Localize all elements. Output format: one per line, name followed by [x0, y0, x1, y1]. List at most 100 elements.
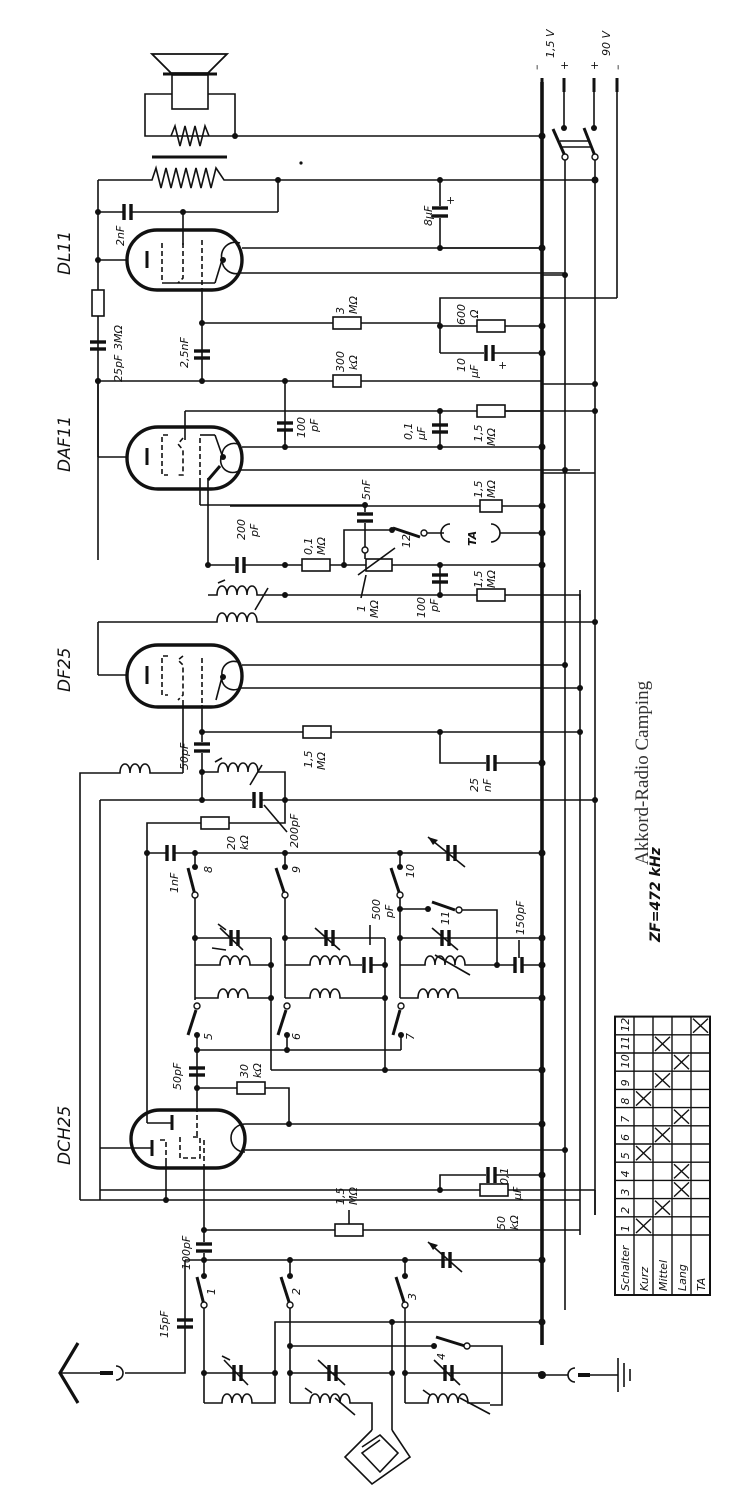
resistor-20k — [200, 816, 230, 830]
switch-number-5: 5 — [202, 1033, 215, 1040]
switch-table-cross-mark — [654, 1072, 671, 1088]
switch-table-cross-mark — [673, 1181, 690, 1198]
loudspeaker-icon — [144, 53, 236, 137]
switch-table-column-number: 3 — [619, 1189, 632, 1196]
tube-dl11 — [98, 212, 565, 292]
frame-antenna-icon — [343, 1429, 412, 1486]
label-1-5: 1,5 — [472, 425, 485, 443]
label-50pf-b: 50pF — [171, 1062, 184, 1090]
switch-table-column-number: 4 — [619, 1170, 632, 1177]
switch-table-column-number: 11 — [619, 1036, 632, 1050]
label-pf-3: pF — [428, 598, 441, 613]
if-transformer-2 — [98, 579, 595, 623]
schematic-title: Akkord-Radio Camping — [632, 680, 653, 865]
supply-terminals — [540, 78, 619, 161]
switch-table-cross-mark — [635, 1145, 652, 1161]
switch-table-column-number: 7 — [619, 1116, 632, 1123]
switch-table-cross-mark — [654, 1127, 671, 1143]
label-200: 200 — [235, 519, 248, 540]
antenna-icon — [58, 1260, 186, 1404]
switch-number-11: 11 — [439, 911, 452, 925]
label-1-5-d: 1,5 — [302, 751, 315, 769]
label-uf: µF — [468, 364, 481, 379]
resistor-300k — [332, 374, 362, 388]
switch-number-3: 3 — [406, 1293, 419, 1300]
switch-number-7: 7 — [404, 1033, 417, 1040]
output-transformer — [98, 123, 595, 189]
switch-table-row-label: Kurz — [638, 1267, 651, 1291]
switch-number-12: 12 — [400, 534, 413, 548]
label-1-5-e: 1,5 — [334, 1188, 347, 1206]
resistor-1-5M-e — [334, 1223, 364, 1237]
oscillator-coil-bank: 5 6 7 — [186, 850, 546, 1074]
switch-table-cross-mark — [673, 1054, 690, 1070]
switch-table-column-number: 8 — [619, 1098, 632, 1105]
label-kohm-4: kΩ — [508, 1215, 521, 1230]
label-500: 500 — [370, 899, 383, 920]
label-mohm-6: MΩ — [485, 570, 498, 588]
switch-table-cross-mark — [673, 1109, 690, 1125]
label-kohm: kΩ — [347, 355, 360, 370]
tube-df25 — [97, 622, 580, 770]
terminal-minus-2: – — [611, 64, 624, 70]
input-tank-mittel: 4 — [287, 1322, 503, 1430]
label-2nf: 2nF — [114, 225, 127, 246]
terminal-plus-2: + — [588, 61, 601, 70]
label-20: 20 — [225, 836, 238, 850]
intermediate-frequency-label: ZF=472 kHz — [648, 846, 664, 943]
label-30: 30 — [238, 1064, 251, 1078]
switch-table-column-number: 6 — [619, 1134, 632, 1141]
input-tank-lang — [402, 1359, 542, 1415]
label-100: 100 — [295, 417, 308, 438]
switch-table-column-number: 12 — [619, 1018, 632, 1032]
resistor-30k — [236, 1081, 266, 1095]
label-0-1: 0,1 — [402, 423, 415, 441]
switch-number-8: 8 — [202, 866, 215, 873]
label-200pf: 200pF — [288, 813, 301, 848]
label-mohm-8: MΩ — [347, 1187, 360, 1205]
label-mohm-2: MΩ — [485, 428, 498, 446]
switch-table-cross-mark — [673, 1163, 690, 1179]
switch-table-header: Schalter — [619, 1244, 632, 1291]
label-50: 50 — [495, 1216, 508, 1230]
label-8uf: 8µF — [422, 205, 435, 226]
label-pf: pF — [308, 418, 321, 433]
switch-number-2: 2 — [290, 1288, 303, 1295]
label-0-1-b: 0,1 — [302, 538, 315, 556]
tube-label-df25: DF25 — [55, 647, 75, 692]
switch-number-10: 10 — [404, 864, 417, 878]
label-50pf: 50pF — [178, 742, 191, 770]
switch-table-cross-mark — [692, 1018, 709, 1034]
label-nf: nF — [481, 778, 494, 792]
tube-label-dch25: DCH25 — [55, 1106, 75, 1165]
switch-table-cross-mark — [654, 1200, 671, 1216]
switch-number-4: 4 — [435, 1353, 448, 1360]
resistor-0-1M — [301, 558, 331, 572]
switch-table-cross-mark — [654, 1036, 671, 1052]
switch-table-row-label: TA — [695, 1278, 708, 1291]
switch-table-cross-mark — [635, 1090, 652, 1107]
plus-mark-10uf: + — [496, 361, 509, 370]
resistor-1-5M-a — [476, 404, 506, 418]
resistor-3M — [332, 316, 362, 330]
switch-table-column-number: 2 — [619, 1207, 632, 1214]
switch-number-1: 1 — [205, 1288, 218, 1295]
switch-number-9: 9 — [290, 866, 303, 873]
input-switches — [195, 1260, 409, 1403]
label-1nf: 1nF — [168, 872, 181, 893]
tube-daf11 — [98, 410, 580, 565]
switch-table-row-label: Mittel — [657, 1260, 670, 1291]
resistor-1-5M-b — [479, 499, 503, 513]
switch-table-column-number: 5 — [619, 1152, 632, 1159]
label-mohm-5: MΩ — [368, 600, 381, 618]
label-1-5v: 1,5 V — [544, 28, 557, 58]
label-kohm-2: kΩ — [238, 835, 251, 850]
plus-mark: + — [444, 196, 457, 205]
label-mohm-3: MΩ — [485, 480, 498, 498]
label-pf-2: pF — [248, 523, 261, 538]
volume-potentiometer[interactable] — [365, 558, 393, 572]
label-150pf: 150pF — [514, 900, 527, 935]
